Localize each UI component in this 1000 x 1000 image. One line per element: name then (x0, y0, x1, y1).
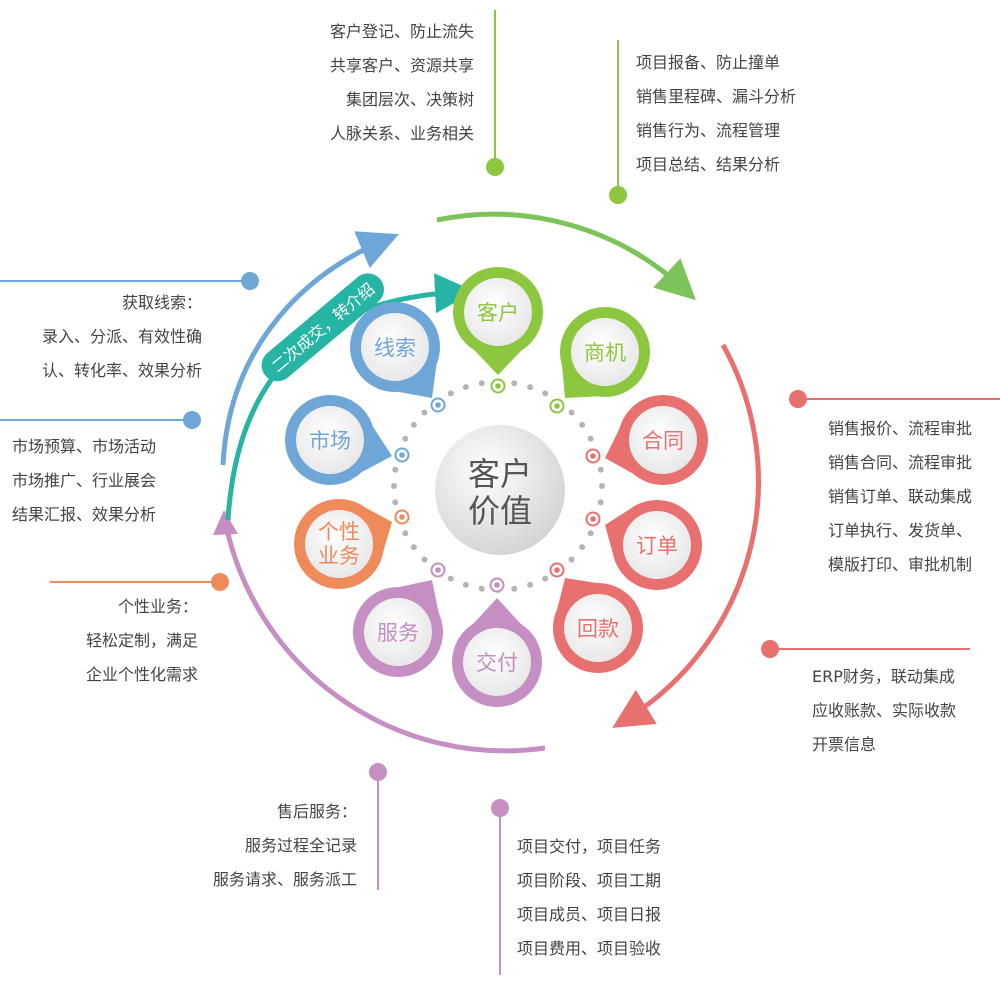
arc-purple (222, 519, 546, 754)
connector-service (430, 562, 446, 578)
annotation-finance: ERP财务，联动集成 应收账款、实际收款 开票信息 (812, 667, 957, 754)
node-custom-label-0: 个性 (318, 520, 360, 544)
annotation-service: 售后服务： 服务过程全记录 服务请求、服务派工 (212, 802, 357, 889)
connector-delivery (489, 577, 505, 593)
node-customer-label: 客户 (477, 301, 519, 325)
node-clue-label: 线索 (374, 336, 416, 360)
arc-blue (220, 231, 399, 466)
connector-dots (394, 378, 601, 593)
connector-payment (549, 562, 565, 578)
node-market-label: 市场 (309, 429, 351, 453)
annotation-market: 市场预算、市场活动 市场推广、行业展会 结果汇报、效果分析 (12, 437, 157, 524)
node-opp-label: 商机 (584, 341, 626, 365)
connector-market (394, 447, 410, 463)
annotation-opportunity: 项目报备、防止撞单 销售里程碑、漏斗分析 销售行为、流程管理 项目总结、结果分析 (636, 53, 797, 174)
node-custom: 个性业务 (294, 499, 392, 589)
node-service-label: 服务 (377, 621, 419, 645)
node-opp: 商机 (560, 307, 650, 398)
node-customer: 客户 (453, 267, 543, 375)
arc-purple-arrowhead (213, 510, 238, 535)
node-clue: 线索 (350, 302, 440, 398)
annotation-customer: 客户登记、防止流失 共享客户、资源共享 集团层次、决策树 人脉关系、业务相关 (329, 22, 474, 143)
annotation-leaders (0, 10, 1000, 975)
connector-custom (394, 509, 410, 525)
center-value: 客户 价值 (435, 425, 565, 555)
annotation-sales: 销售报价、流程审批 销售合同、流程审批 销售订单、联动集成 订单执行、发货单、 … (828, 419, 973, 574)
node-delivery-label: 交付 (476, 651, 518, 675)
connector-clue (430, 397, 446, 413)
node-payment: 回款 (553, 578, 643, 673)
node-payment-label: 回款 (577, 617, 619, 641)
node-order: 订单 (605, 500, 702, 590)
node-contract-label: 合同 (642, 429, 684, 453)
node-contract: 合同 (605, 395, 708, 485)
connector-customer (490, 378, 506, 394)
arc-red (612, 343, 761, 728)
node-market: 市场 (285, 395, 392, 485)
connector-order (585, 511, 601, 527)
connector-contract (585, 448, 601, 464)
node-service: 服务 (353, 580, 443, 677)
annotation-clue: 获取线索： 录入、分派、有效性确 认、转化率、效果分析 (41, 293, 202, 380)
node-order-label: 订单 (636, 534, 678, 558)
arc-green (436, 211, 696, 301)
connector-opp (549, 398, 565, 414)
center-line1: 客户 (468, 455, 532, 493)
node-delivery: 交付 (452, 598, 542, 707)
node-custom-label-1: 业务 (318, 544, 360, 568)
annotation-custom-business: 个性业务： 轻松定制，满足 企业个性化需求 (85, 597, 198, 684)
annotation-delivery: 项目交付，项目任务 项目阶段、项目工期 项目成员、项目日报 项目费用、项目验收 (517, 837, 662, 958)
center-line2: 价值 (468, 492, 532, 530)
